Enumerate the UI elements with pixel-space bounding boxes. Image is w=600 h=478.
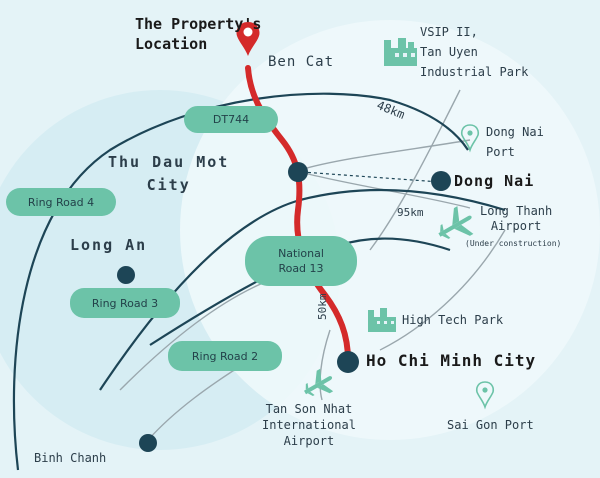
road-pill-national-road-13: National Road 13 bbox=[245, 236, 357, 286]
node-dong-nai bbox=[431, 171, 451, 191]
label-hcmc: Ho Chi Minh City bbox=[366, 351, 537, 370]
location-pin-icon bbox=[460, 124, 480, 153]
node-long-an bbox=[117, 266, 135, 284]
label-tan-son-nhat: Tan Son Nhat International Airport bbox=[262, 402, 356, 448]
map-pin-icon bbox=[236, 22, 260, 56]
minor-roads bbox=[119, 89, 506, 441]
label-long-thanh: Long Thanh Airport bbox=[480, 204, 553, 233]
label-dong-nai: Dong Nai bbox=[454, 172, 535, 190]
road-dong-nai-port bbox=[299, 139, 471, 171]
airplane-icon-tan-son-nhat bbox=[304, 368, 334, 397]
ring-road-4-line bbox=[12, 92, 469, 471]
label-dong-nai-port: Dong Nai Port bbox=[486, 125, 544, 159]
road-pill-ring-road-4: Ring Road 4 bbox=[6, 188, 116, 216]
label-binh-chanh: Binh Chanh bbox=[34, 451, 107, 465]
label-thu-dau-mot: Thu Dau Mot City bbox=[108, 153, 230, 194]
road-north-east bbox=[369, 89, 461, 251]
connector-dashed bbox=[301, 171, 441, 183]
road-pill-ring-road-2: Ring Road 2 bbox=[168, 341, 282, 371]
distance-95km: 95km bbox=[397, 206, 424, 219]
label-long-an: Long An bbox=[70, 236, 148, 254]
road-west bbox=[119, 279, 271, 391]
label-long-thanh-note: (Under construction) bbox=[465, 239, 562, 248]
background-disc-light bbox=[180, 20, 600, 440]
road-south-east bbox=[379, 229, 506, 351]
road-tan-son-nhat bbox=[319, 329, 331, 401]
factory-icon-high-tech bbox=[368, 308, 396, 332]
label-saigon-port: Sai Gon Port bbox=[447, 418, 534, 432]
label-vsip: VSIP II, Tan Uyen Industrial Park bbox=[420, 25, 529, 79]
node-hcmc bbox=[337, 351, 359, 373]
airplane-icon bbox=[438, 206, 474, 239]
road-pill-dt744: DT744 bbox=[184, 106, 278, 133]
location-pin-icon-saigon bbox=[475, 381, 495, 410]
factory-icon bbox=[384, 38, 417, 66]
road-pill-ring-road-3: Ring Road 3 bbox=[70, 288, 180, 318]
node-thu-dau-mot bbox=[288, 162, 308, 182]
map-title: The Property's Location bbox=[135, 15, 262, 53]
node-binh-chanh bbox=[139, 434, 157, 452]
label-ben-cat: Ben Cat bbox=[268, 54, 335, 70]
distance-50km: 50km bbox=[316, 293, 329, 321]
label-high-tech-park: High Tech Park bbox=[402, 313, 504, 327]
